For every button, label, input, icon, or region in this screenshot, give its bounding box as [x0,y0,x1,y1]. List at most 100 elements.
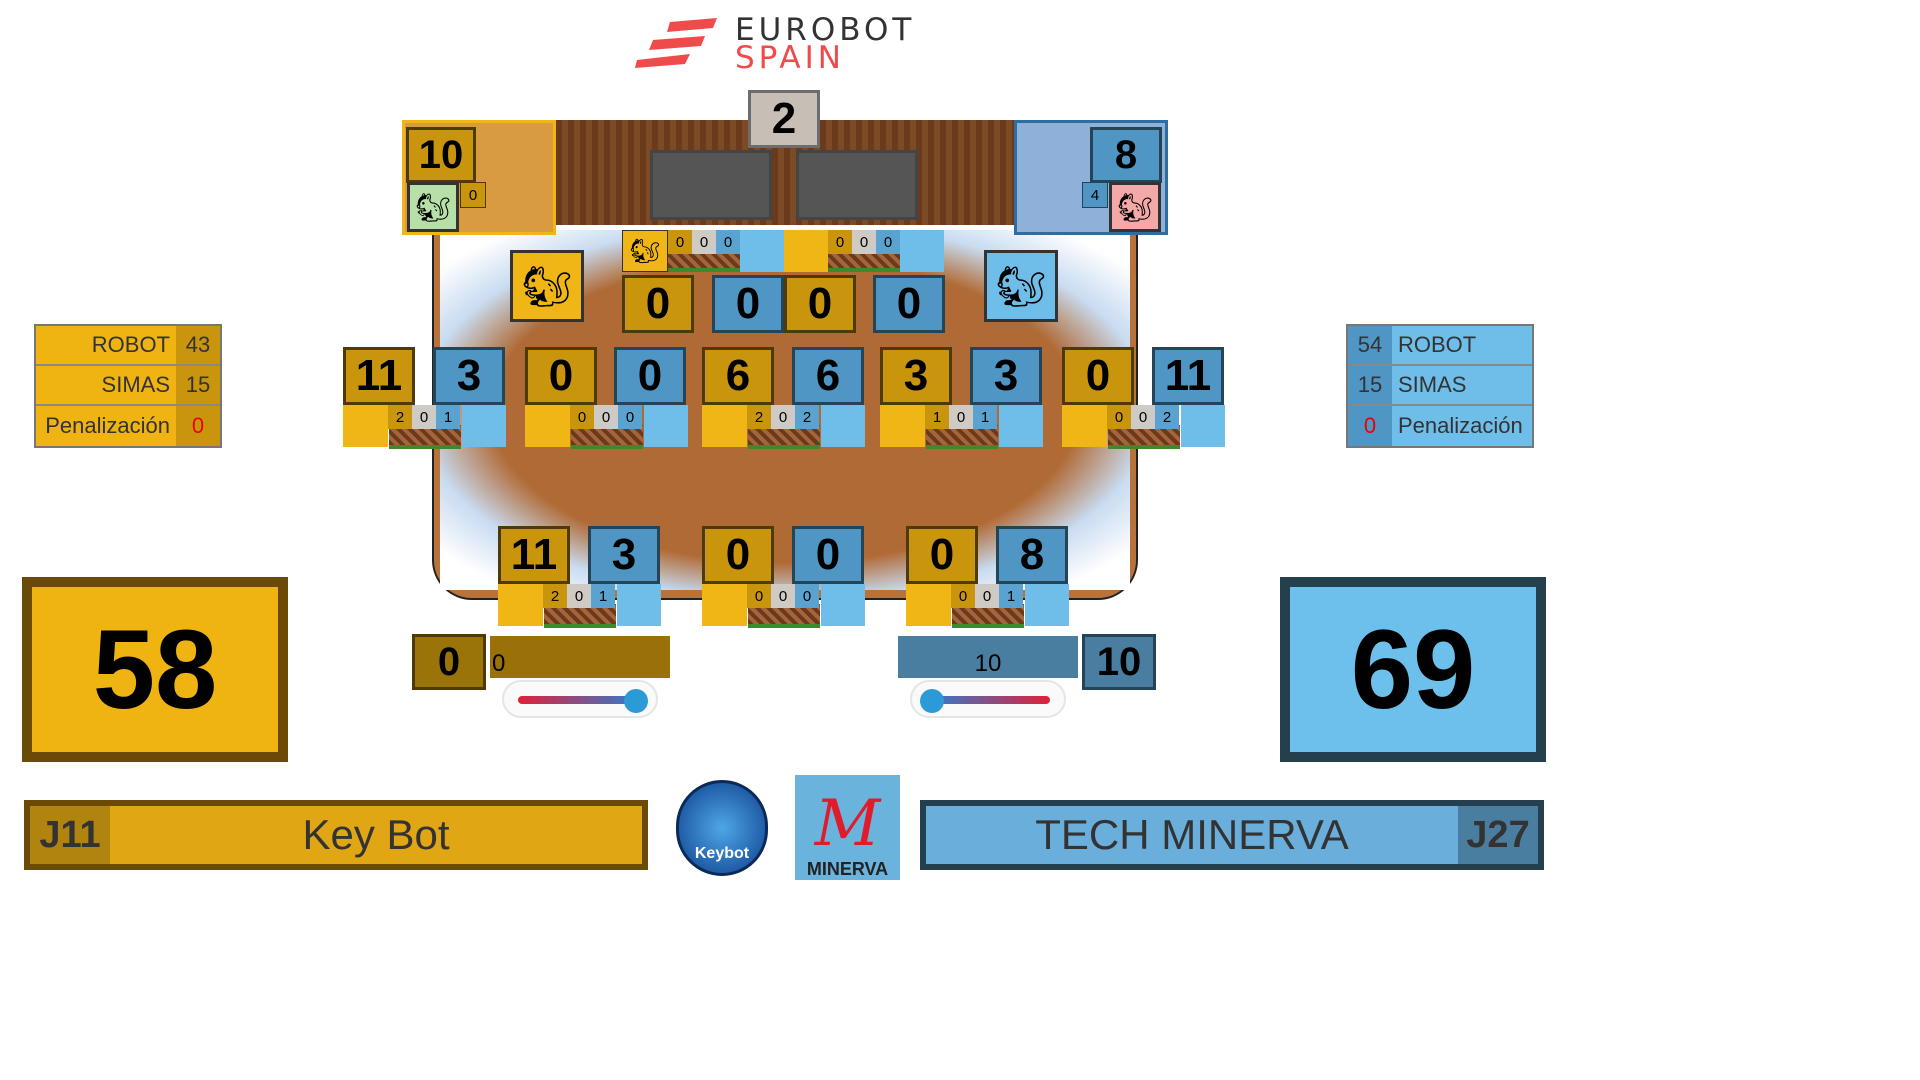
minerva-logo-text: MINERVA [806,859,889,879]
zone-score: 0 [622,275,694,333]
yellow-thermo-bar: 0 [490,636,670,678]
blue-team-name: TECH MINERVA [1035,811,1349,858]
acorn-crate [571,425,643,449]
counter-value: 0 [951,584,975,608]
zone-score: 0 [702,526,774,584]
blue-zone [900,230,944,272]
zone-score: 8 [996,526,1068,584]
yellow-team-code: J11 [30,806,110,864]
yellow-team-bar: J11 Key Bot [24,800,648,870]
zone-score: 0 [1062,347,1134,405]
zone-score: 6 [702,347,774,405]
counter-value: 2 [1155,405,1179,429]
zone-score: 0 [873,275,945,333]
stat-value: 0 [176,406,220,446]
counter-value: 2 [543,584,567,608]
counter-value: 0 [692,230,716,254]
counter-value: 0 [828,230,852,254]
counter-value: 1 [925,405,949,429]
stat-label: SIMAS [1398,372,1467,397]
squirrel-nest-icon: 🐿 [1109,182,1161,232]
blue-total-score: 69 [1280,577,1546,762]
acorn-crate [748,604,820,628]
blue-zone [999,405,1043,447]
counter-value: 0 [852,230,876,254]
zone-score: 0 [525,347,597,405]
counter-value: 1 [999,584,1023,608]
stat-value: 54 [1348,326,1392,364]
zone-score: 3 [588,526,660,584]
zone-score: 11 [498,526,570,584]
counter-value: 2 [795,405,819,429]
yellow-total-score: 58 [22,577,288,762]
squirrel-yellow-icon: 🐿 [510,250,584,322]
blue-thermometer [910,680,1066,718]
acorn-crate [544,604,616,628]
stat-value: 0 [1348,406,1392,446]
zone-score: 0 [712,275,784,333]
blue-zone [740,230,784,272]
squirrel-blue-icon: 🐿 [984,250,1058,322]
yellow-zone [525,405,570,447]
counter-value: 0 [747,584,771,608]
logo-line1: EUROBOT [735,12,916,48]
counter-value: 0 [795,584,819,608]
stat-label: Penalización [1398,413,1523,438]
squirrel-small-icon: 🐿 [622,230,668,272]
yellow-zone [498,584,543,626]
counter-value: 1 [973,405,997,429]
counter-value: 0 [716,230,740,254]
blue-zone [821,405,865,447]
yellow-team-name: Key Bot [302,811,450,858]
minerva-m-icon: M [814,787,881,861]
acorn-crate [926,425,998,449]
blue-zone [462,405,506,447]
acorn-crate [389,425,461,449]
counter-value: 0 [771,584,795,608]
counter-value: 0 [594,405,618,429]
blue-team-bar: TECH MINERVA J27 [920,800,1544,870]
stat-value: 43 [176,326,220,364]
yellow-zone [1062,405,1107,447]
blue-team-code: J27 [1458,806,1538,864]
counter-value: 1 [436,405,460,429]
counter-value: 0 [949,405,973,429]
yellow-zone [702,405,747,447]
acorn-crate [1108,425,1180,449]
eurobot-logo-mark-icon [635,18,717,68]
yellow-thermometer [502,680,658,718]
acorn-crate [668,254,740,272]
yellow-zone [784,230,828,272]
zone-score: 0 [792,526,864,584]
eurobot-logo: EUROBOT SPAIN [635,12,935,74]
yellow-zone [906,584,951,626]
counter-value: 0 [876,230,900,254]
stat-value: 15 [1348,366,1392,404]
yellow-nest-sub: 0 [460,182,486,208]
yellow-thermo-score: 0 [412,634,486,690]
cabinet-right [796,150,918,220]
counter-value: 0 [668,230,692,254]
stat-label: SIMAS [101,372,170,397]
blue-zone [821,584,865,626]
blue-nest-score: 8 [1090,127,1162,183]
counter-value: 0 [567,584,591,608]
stat-label: ROBOT [91,332,170,357]
zone-score: 0 [784,275,856,333]
blue-thermo-bar: 10 [898,636,1078,678]
